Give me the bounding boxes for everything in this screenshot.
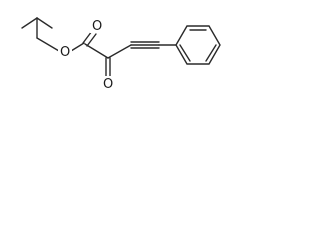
structure-canvas: O O O xyxy=(0,0,251,119)
ester-oxygen-label: O xyxy=(60,45,70,60)
ester-carbonyl-oxygen-bg xyxy=(90,18,104,33)
phenyl-ring xyxy=(175,25,221,65)
ketone-oxygen-bg xyxy=(101,76,115,91)
carbonyl-to-ketone-bond xyxy=(84,43,109,59)
ketone-oxygen-label: O xyxy=(103,77,113,92)
molecule-drawing: O O O xyxy=(21,17,221,92)
ester-oxygen-bg xyxy=(58,44,72,59)
ester-carbonyl-double-bond-b xyxy=(86,33,97,47)
ester-carbonyl-oxygen-label: O xyxy=(92,19,102,34)
ketone-to-alkyne-bond xyxy=(107,44,132,59)
phenyl-inner-bond-3 xyxy=(179,44,191,62)
oxygen-to-carbonyl-bond xyxy=(70,42,85,52)
phenyl-inner-bond-2 xyxy=(205,44,217,62)
ch-to-oxygen-bond xyxy=(36,37,60,52)
isopropyl-bond-right xyxy=(36,17,53,29)
isopropyl-bond-left xyxy=(21,17,38,29)
